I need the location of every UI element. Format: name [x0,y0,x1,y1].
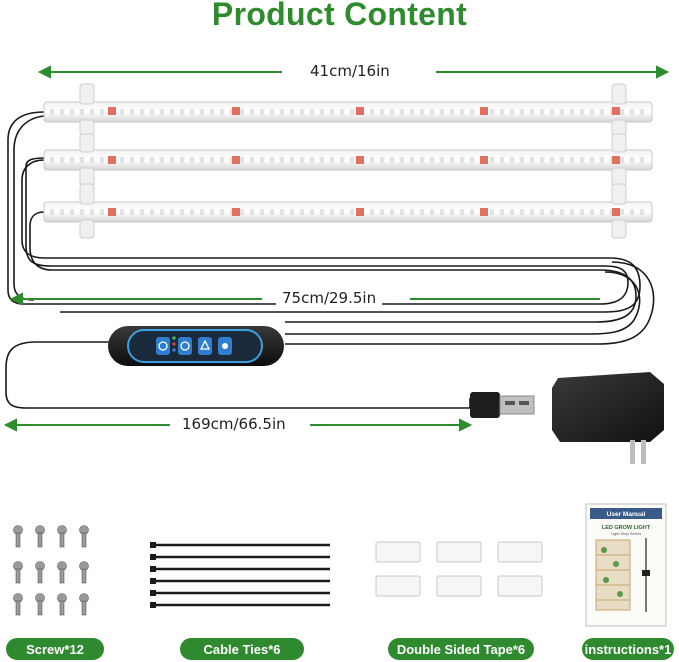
strip-cable-length-arrow [9,292,600,306]
usb-cable-length-label: 169cm/66.5in [176,415,292,433]
manual-subtitle: Light Strip Series [611,531,641,536]
screw-row-3 [13,593,89,616]
strip-cable-length-label: 75cm/29.5in [276,289,383,307]
screw-row-2 [13,561,89,584]
screw-label: Screw*12 [6,638,104,660]
cable-tie-heads [150,542,156,608]
brightness-icon [218,337,232,355]
page-title: Product Content [211,0,468,32]
screw-row-1 [13,525,89,548]
manual-title: LED GROW LIGHT [602,525,651,531]
usb-plug [470,392,535,418]
light-strip-1 [43,83,653,137]
strip-length-arrow [37,65,670,79]
manual-header: User Manual [607,511,646,518]
cable-ties [152,543,330,607]
instructions-label: instructions*1 [582,638,674,660]
usb-cable-length-arrow [3,418,473,432]
cable-ties-label: Cable Ties*6 [180,638,304,660]
light-strip-3 [43,183,653,239]
power-adapter [552,372,664,464]
light-strip-2 [43,133,653,187]
user-manual [585,503,667,627]
strip-length-label: 41cm/16in [304,62,396,80]
double-sided-tape-label: Double Sided Tape*6 [388,638,534,660]
double-sided-tape [375,541,543,597]
mode-icon [198,337,212,355]
timer-icon [178,337,192,355]
controller [108,326,284,366]
power-icon [156,337,170,355]
screws [13,525,89,616]
